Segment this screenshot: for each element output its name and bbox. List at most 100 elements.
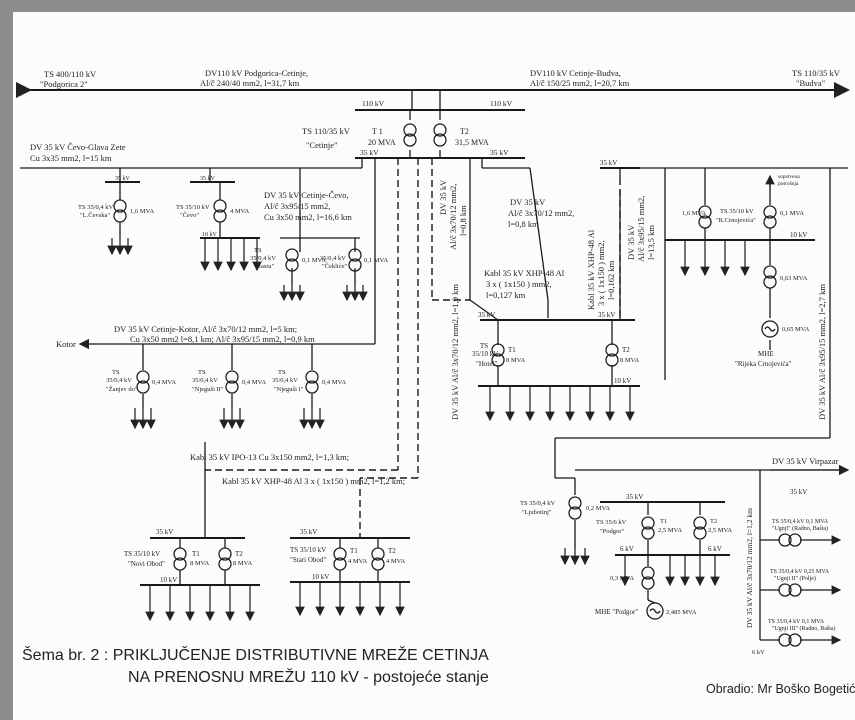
label-ts-podgor-t2-mva: 2,5 MVA <box>708 527 732 534</box>
label-bus35-novi: 35 kV <box>156 528 173 536</box>
label-ts-ljubotinj-mva: 0,2 MVA <box>586 505 610 512</box>
label-dv-cetinje-cevo-spec1: Al/č 3x95/15 mm2, <box>264 201 330 211</box>
label-dv-cetinje-cevo: DV 35 kV Cetinje-Čevo, <box>264 190 349 200</box>
label-bus110-right: 110 kV <box>490 99 513 108</box>
transformer-rastu <box>285 248 299 272</box>
label-ts-ugnji-1: TS 35/0,4 kV 0,1 MVA <box>772 519 829 525</box>
transformer-novi-t1 <box>173 547 187 571</box>
label-dv-dvostr-len: l=13,5 km <box>646 225 656 260</box>
label-ts-novi-name: "Novi Obod" <box>128 560 165 568</box>
label-ts-podgor-t2: T2 <box>710 518 717 525</box>
label-bus35-rcrn: 35 kV <box>600 159 617 167</box>
label-ts-njegusi2: TS <box>198 369 206 376</box>
label-top-right-station-name: "Budva" <box>796 78 825 88</box>
label-bus35-ugnji: 35 kV <box>790 488 807 496</box>
transformer-njegusi2 <box>225 370 239 394</box>
transformer-podgor-t2 <box>693 516 707 540</box>
label-dv-budva: DV 35 kV Al/č 3x95/15 mm2, l=2,7 km <box>817 284 827 420</box>
label-bus35-hotel: 35 kV <box>478 311 495 319</box>
label-mhe-rcrn: MHE <box>758 350 774 358</box>
label-ts-lcevska-mva: 1,6 MVA <box>130 208 154 215</box>
label-potrosnja: potrošnja <box>778 181 799 187</box>
label-ts-rastu-name: "Rastu" <box>254 263 274 270</box>
label-ts-novi-t1-mva: 8 MVA <box>190 560 210 567</box>
label-dv-virpazar: DV 35 kV Virpazar <box>772 456 838 466</box>
label-mhe-podgor-mva: 0,3 MVA <box>610 575 634 582</box>
transformer-lcevska <box>113 199 127 223</box>
label-top-right-station: TS 110/35 kV <box>792 68 841 78</box>
feeders <box>107 174 842 645</box>
generator-rcrn-icon <box>761 320 779 338</box>
label-kabl-xhp: Kabl 35 kV XHP-48 Al <box>484 268 565 278</box>
label-ts-novi-t2-mva: 8 MVA <box>233 560 253 567</box>
label-ts-stari-t1: T1 <box>350 547 358 555</box>
label-ts-rastu-mva: 0,1 MVA <box>302 257 326 264</box>
label-t1: T 1 <box>372 127 383 136</box>
label-ts-cekliceva-name: "Čekliće" <box>322 262 348 270</box>
transformer-stari-t1 <box>333 547 347 571</box>
label-t1-rating: 20 MVA <box>368 138 396 147</box>
label-dv-cetinje-cevo-spec2: Cu 3x50 mm2, l=16,6 km <box>264 212 352 222</box>
label-dv-hotel-len: l=0,8 km <box>508 219 539 229</box>
label-t2-rating: 31,5 MVA <box>455 138 489 147</box>
label-ts-rcrn-left-mva: 1,6 MVA <box>682 210 706 217</box>
cables <box>205 158 621 538</box>
label-ts-cevo: TS 35/10 kV <box>176 204 210 211</box>
label-ts-njegusi1-name: "Njeguši I" <box>274 386 304 393</box>
label-bus6-left: 6 kV <box>620 545 634 553</box>
label-ts-njegusi1-kv: 35/0,4 kV <box>272 377 298 384</box>
label-bus110-left: 110 kV <box>362 99 385 108</box>
label-dv110-right-spec: Al/č 150/25 mm2, l=20,7 km <box>530 78 630 88</box>
label-kabl-xhp-len: l=0,127 km <box>486 290 526 300</box>
label-bus35-podgor: 35 kV <box>626 493 643 501</box>
label-ts-zanjev-kv: 35/0,4 kV <box>106 377 132 384</box>
label-mhe-podgor: MHE "Podgor" <box>595 608 638 616</box>
label-kabl-vert: Kabl 35 kV XHP-48 Al <box>586 229 596 310</box>
label-ts-podgor-t1: T1 <box>660 518 667 525</box>
label-kabl-xhp2: Kabl 35 kV XHP-48 Al 3 x ( 1x150 ) mm2, … <box>222 476 405 486</box>
label-kabl-ipo: Kabl 35 kV IPO-13 Cu 3x150 mm2, l=1,3 km… <box>190 452 349 462</box>
label-ts-stari-t2-mva: 4 MVA <box>386 558 406 565</box>
transformer-rcrn-2 <box>763 205 777 229</box>
label-kabl-xhp-spec: 3 x ( 1x150 ) mm2, <box>486 279 552 289</box>
label-kabl-vert-spec: 3 x ( 1x150 ) mm2, <box>596 240 606 306</box>
label-dv-hotel: DV 35 kV <box>510 197 546 207</box>
label-dv-hotel-spec: Al/č 3x70/12 mm2, <box>508 208 574 218</box>
label-dv110-left-spec: Al/č 240/40 mm2, l=31,7 km <box>200 78 300 88</box>
label-bus10-stari: 10 kV <box>312 573 329 581</box>
label-bus10-novi: 10 kV <box>160 576 177 584</box>
label-ts-ugnji-2: TS 35/0,4 kV 0,25 MVA <box>770 569 830 575</box>
label-dv110-right-title: DV110 kV Cetinje-Budva, <box>530 68 621 78</box>
transformer-stari-t2 <box>371 547 385 571</box>
transformer-cevo <box>213 199 227 223</box>
label-sopstvena: sopstvena <box>778 174 800 180</box>
label-mhe-rcrn-name: "Rijeka Crnojevića" <box>735 360 792 368</box>
label-ts-stari: TS 35/10 kV <box>290 546 326 554</box>
label-ts-cevo-name: "Čevo" <box>180 211 199 219</box>
label-dv-oblik: DV 35 kV <box>438 179 448 215</box>
transformer-t1-cetinje <box>403 123 417 147</box>
transformer-rcrn-3 <box>763 265 777 289</box>
label-bus35-cevo: 35 kV <box>200 176 216 182</box>
label-ts-hotel-t2-mva: 8 MVA <box>620 357 640 364</box>
label-kabl-vert-len: l=0,162 km <box>606 260 616 300</box>
lines <box>16 82 850 641</box>
label-ts-cetinje: TS 110/35 kV <box>302 126 351 136</box>
label-bus35-left: 35 kV <box>360 148 379 157</box>
label-ts-novi-t1: T1 <box>192 550 200 558</box>
label-ts-ljubotinj: TS 35/0,4 kV <box>520 500 556 507</box>
label-t2: T2 <box>460 127 469 136</box>
caption-line2: NA PRENOSNU MREŽU 110 kV - postojeće sta… <box>128 667 489 686</box>
label-ts-lcevska-name: "L.Čevska" <box>80 211 110 219</box>
label-ts-njegusi2-mva: 0,4 MVA <box>242 379 266 386</box>
label-ts-hotel-kv: 35/10 kV <box>472 350 498 358</box>
label-ts-rcrn-name: "R.Crnojevića" <box>716 217 756 224</box>
label-ts-podgor-name: "Podgor" <box>600 528 624 535</box>
label-dv-oblik-len: l=0,8 km <box>458 205 468 236</box>
label-dv-cevo-spec: Cu 3x35 mm2, l=15 km <box>30 153 112 163</box>
transformer-t2-cetinje <box>433 123 447 147</box>
label-ts-cekliceva-kv: 35/0,4 kV <box>320 255 346 262</box>
label-ts-novi: TS 35/10 kV <box>124 550 160 558</box>
